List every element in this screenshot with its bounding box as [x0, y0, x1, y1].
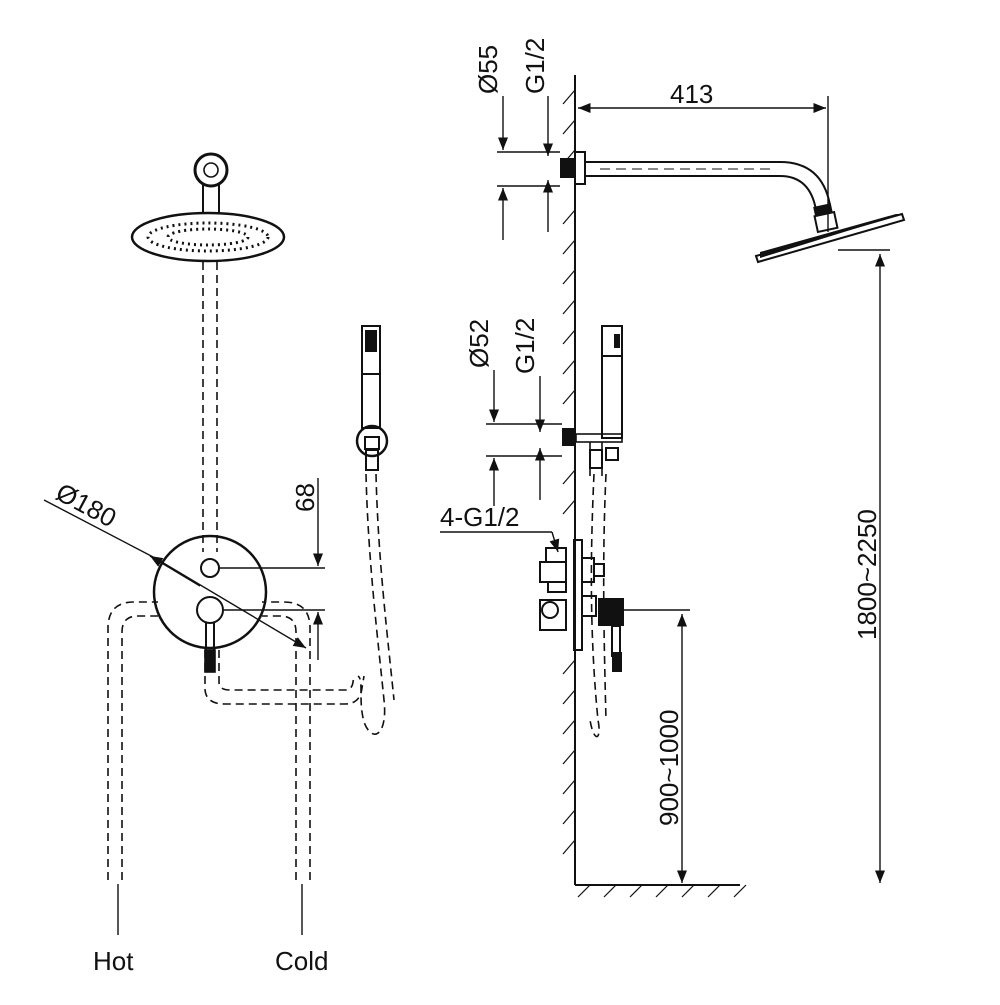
- dim-ports: [440, 531, 560, 553]
- rain-showerhead-side: [754, 212, 906, 264]
- valve-plate-front: [152, 534, 268, 673]
- dim-plate-diameter: [43, 499, 307, 649]
- dim-top-diameter: [497, 96, 560, 240]
- label-top-thread: G1/2: [520, 38, 550, 94]
- dim-arm-length: [578, 96, 829, 232]
- hand-shower-hose-hidden: [357, 473, 395, 735]
- rain-showerhead-front: [130, 211, 286, 263]
- side-view: [440, 75, 906, 898]
- shower-arm-side: [560, 151, 839, 234]
- dim-valve-height: [624, 609, 690, 883]
- side-hidden-pipes: [589, 473, 607, 738]
- dim-head-height: [838, 249, 890, 883]
- supply-pipes-hidden: [107, 601, 365, 880]
- label-cold: Cold: [275, 946, 328, 976]
- label-mid-thread: G1/2: [510, 318, 540, 374]
- label-hot: Hot: [93, 946, 134, 976]
- label-ports: 4-G1/2: [440, 502, 520, 532]
- label-valve-height: 900~1000: [654, 710, 684, 826]
- label-arm-length: 413: [670, 79, 713, 109]
- label-plate-diameter: Ø180: [51, 477, 121, 533]
- floor: [575, 884, 747, 898]
- label-top-diameter: Ø55: [473, 45, 503, 94]
- hand-shower-side: [562, 325, 623, 476]
- dim-plate-spacing: [218, 478, 325, 660]
- label-head-height: 1800~2250: [852, 509, 882, 640]
- label-mid-diameter: Ø52: [464, 319, 494, 368]
- wall: [562, 75, 576, 885]
- dim-mid-diameter: [486, 370, 562, 506]
- mixing-valve-side: [539, 539, 624, 672]
- label-plate-spacing: 68: [290, 483, 320, 512]
- riser-pipe-hidden: [202, 262, 218, 552]
- front-view: [43, 152, 395, 935]
- hand-shower-front: [355, 325, 389, 471]
- front-arm-flange: [193, 152, 229, 214]
